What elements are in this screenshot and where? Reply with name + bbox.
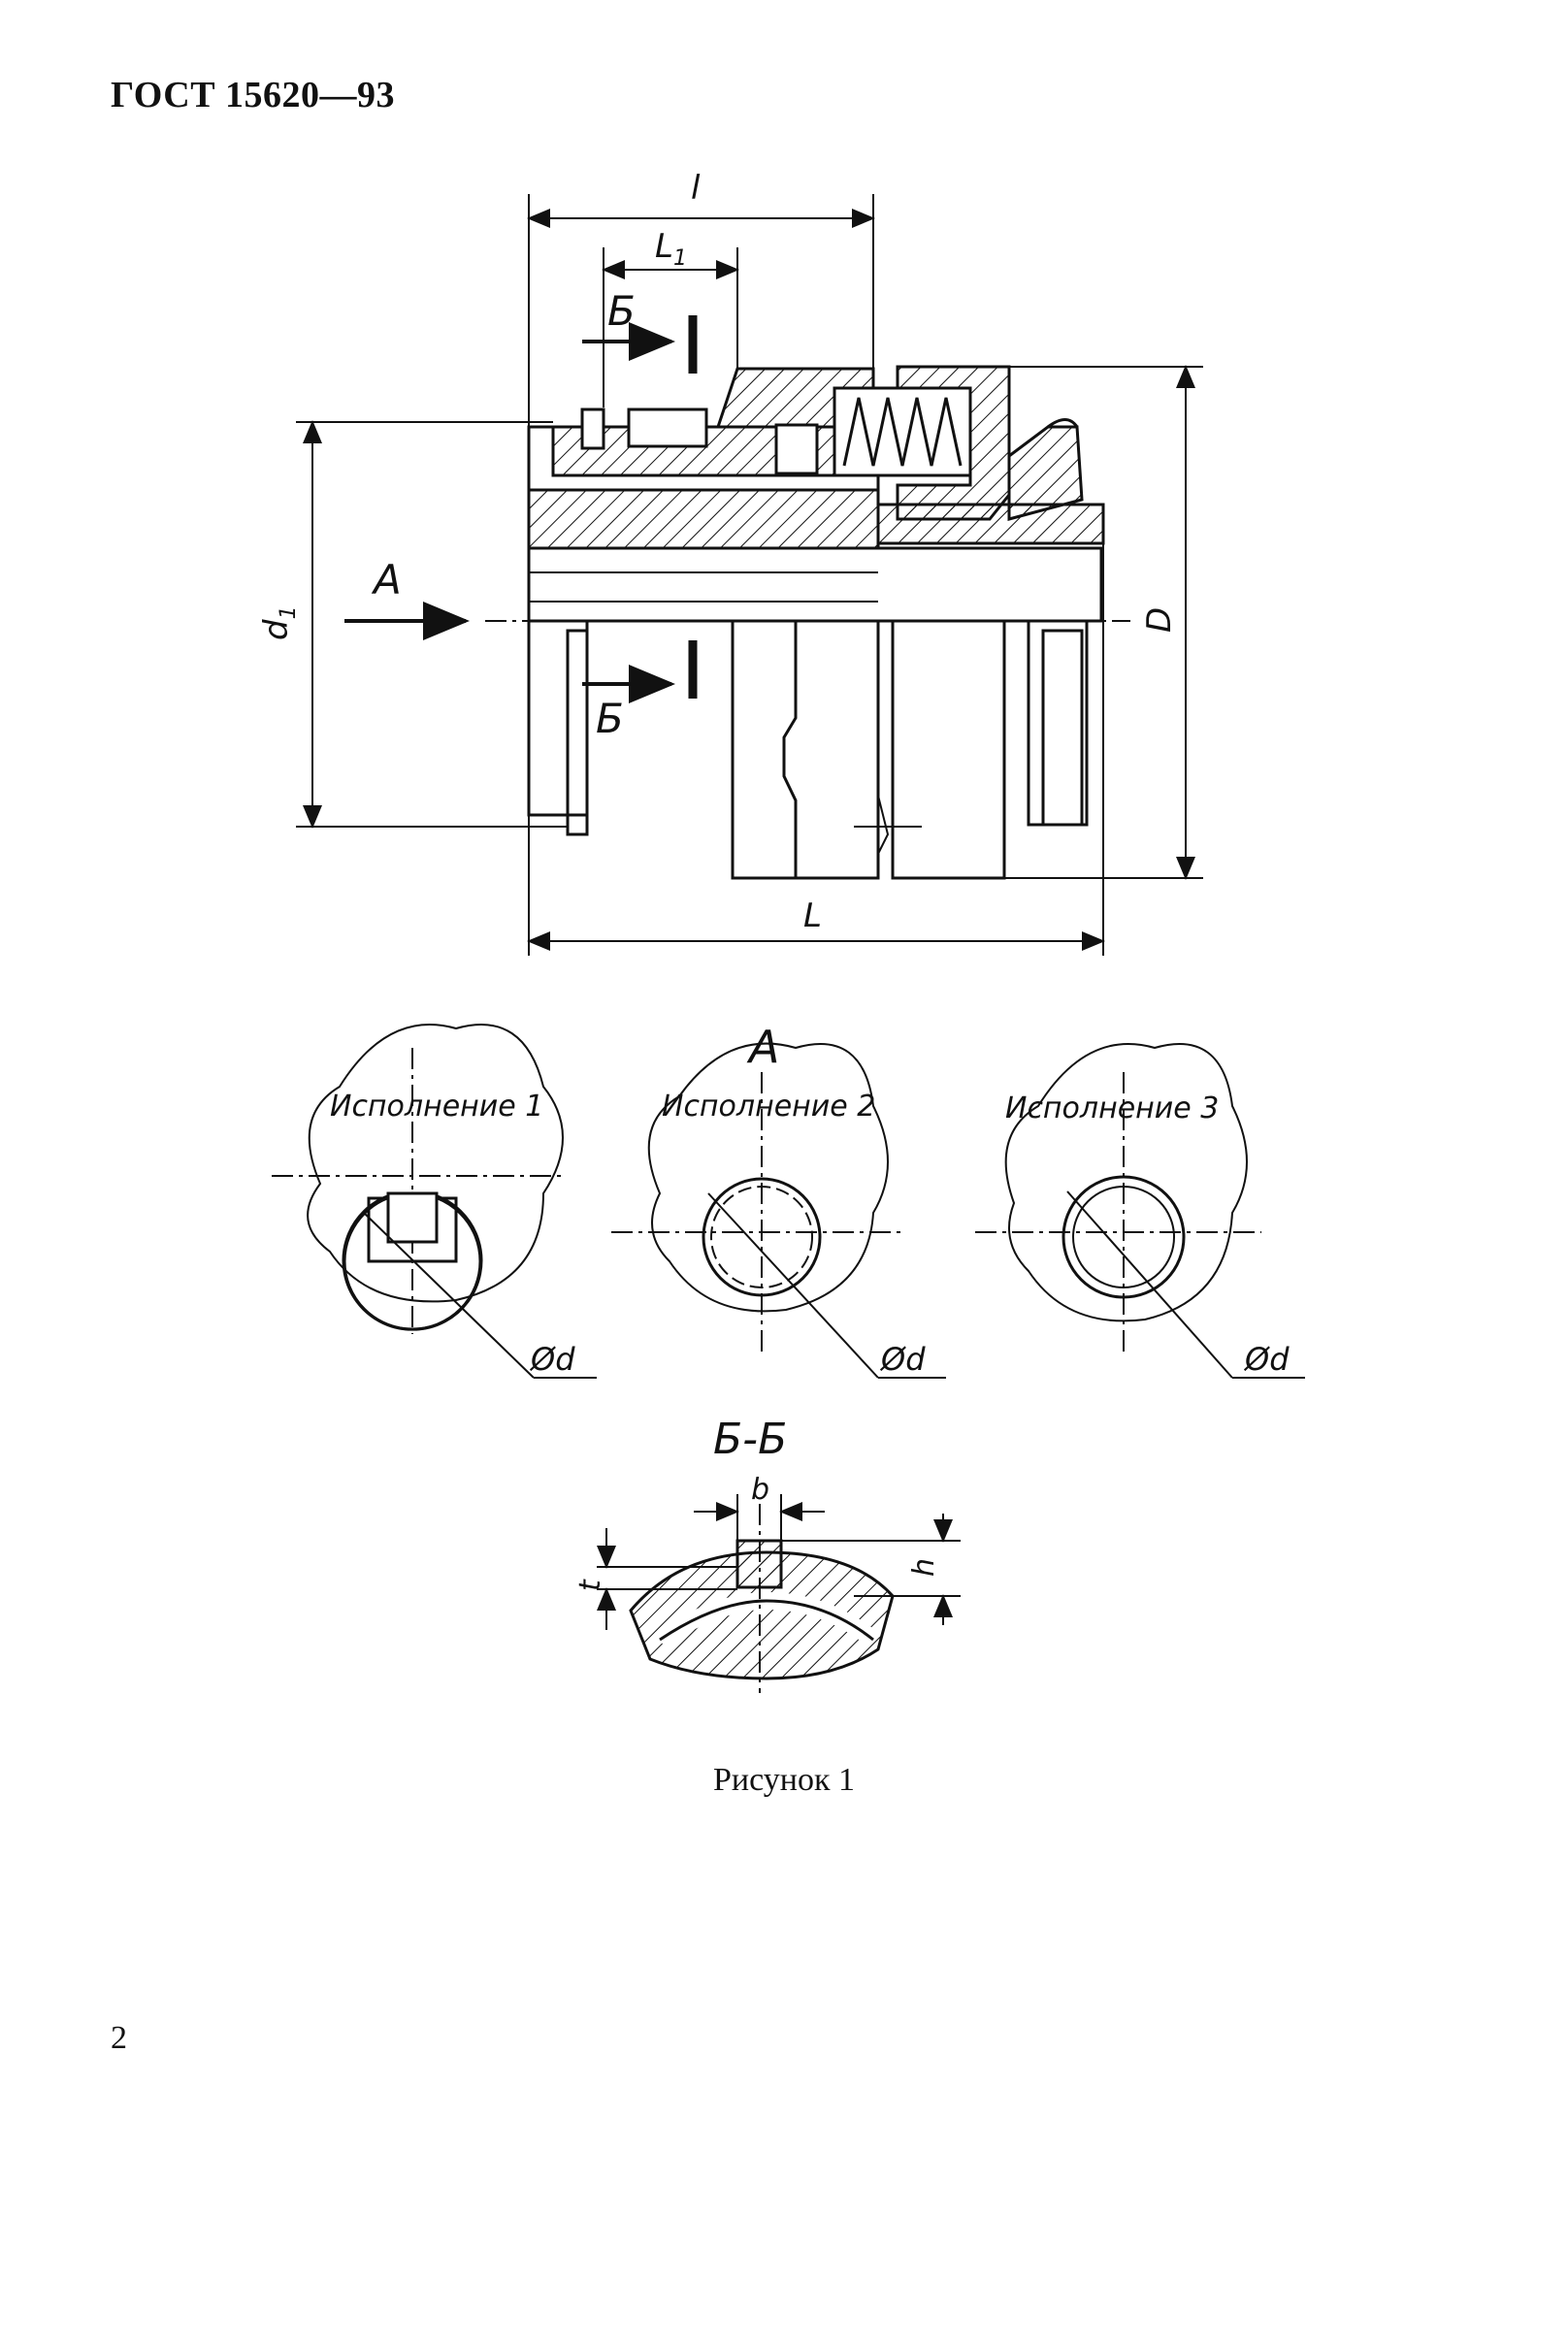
view-a-title: А <box>746 1021 779 1073</box>
page-number: 2 <box>111 2020 127 2056</box>
section-dim-h: h <box>907 1558 941 1577</box>
view-arrow-label: А <box>371 556 402 603</box>
coupling-main-view <box>296 194 1203 956</box>
dim-L-label: L <box>803 896 822 935</box>
document-title: ГОСТ 15620—93 <box>111 75 396 115</box>
variant-3-drawing <box>975 1043 1305 1379</box>
variant-1-drawing <box>272 1024 597 1379</box>
section-mark-bottom: Б <box>596 695 624 742</box>
section-drawing <box>597 1494 961 1693</box>
dim-D-label: D <box>1140 607 1179 633</box>
variant-2-dim: Ød <box>879 1341 926 1378</box>
variant-2-label: Исполнение 2 <box>662 1090 875 1124</box>
variant-3-dim: Ød <box>1243 1341 1290 1378</box>
section-dim-t: t <box>573 1579 607 1591</box>
variant-3-label: Исполнение 3 <box>1005 1092 1219 1125</box>
variant-2-drawing <box>611 1042 946 1379</box>
section-title: Б-Б <box>713 1415 787 1464</box>
section-dim-b: b <box>751 1473 769 1507</box>
variant-1-dim: Ød <box>529 1341 575 1378</box>
figure-caption: Рисунок 1 <box>713 1762 855 1798</box>
dim-l-label: l <box>691 169 701 208</box>
section-mark-top: Б <box>607 287 636 335</box>
dim-L1-label: L1 <box>655 227 687 271</box>
variant-1-label: Исполнение 1 <box>330 1090 543 1124</box>
dim-d1-label: d1 <box>257 605 301 640</box>
